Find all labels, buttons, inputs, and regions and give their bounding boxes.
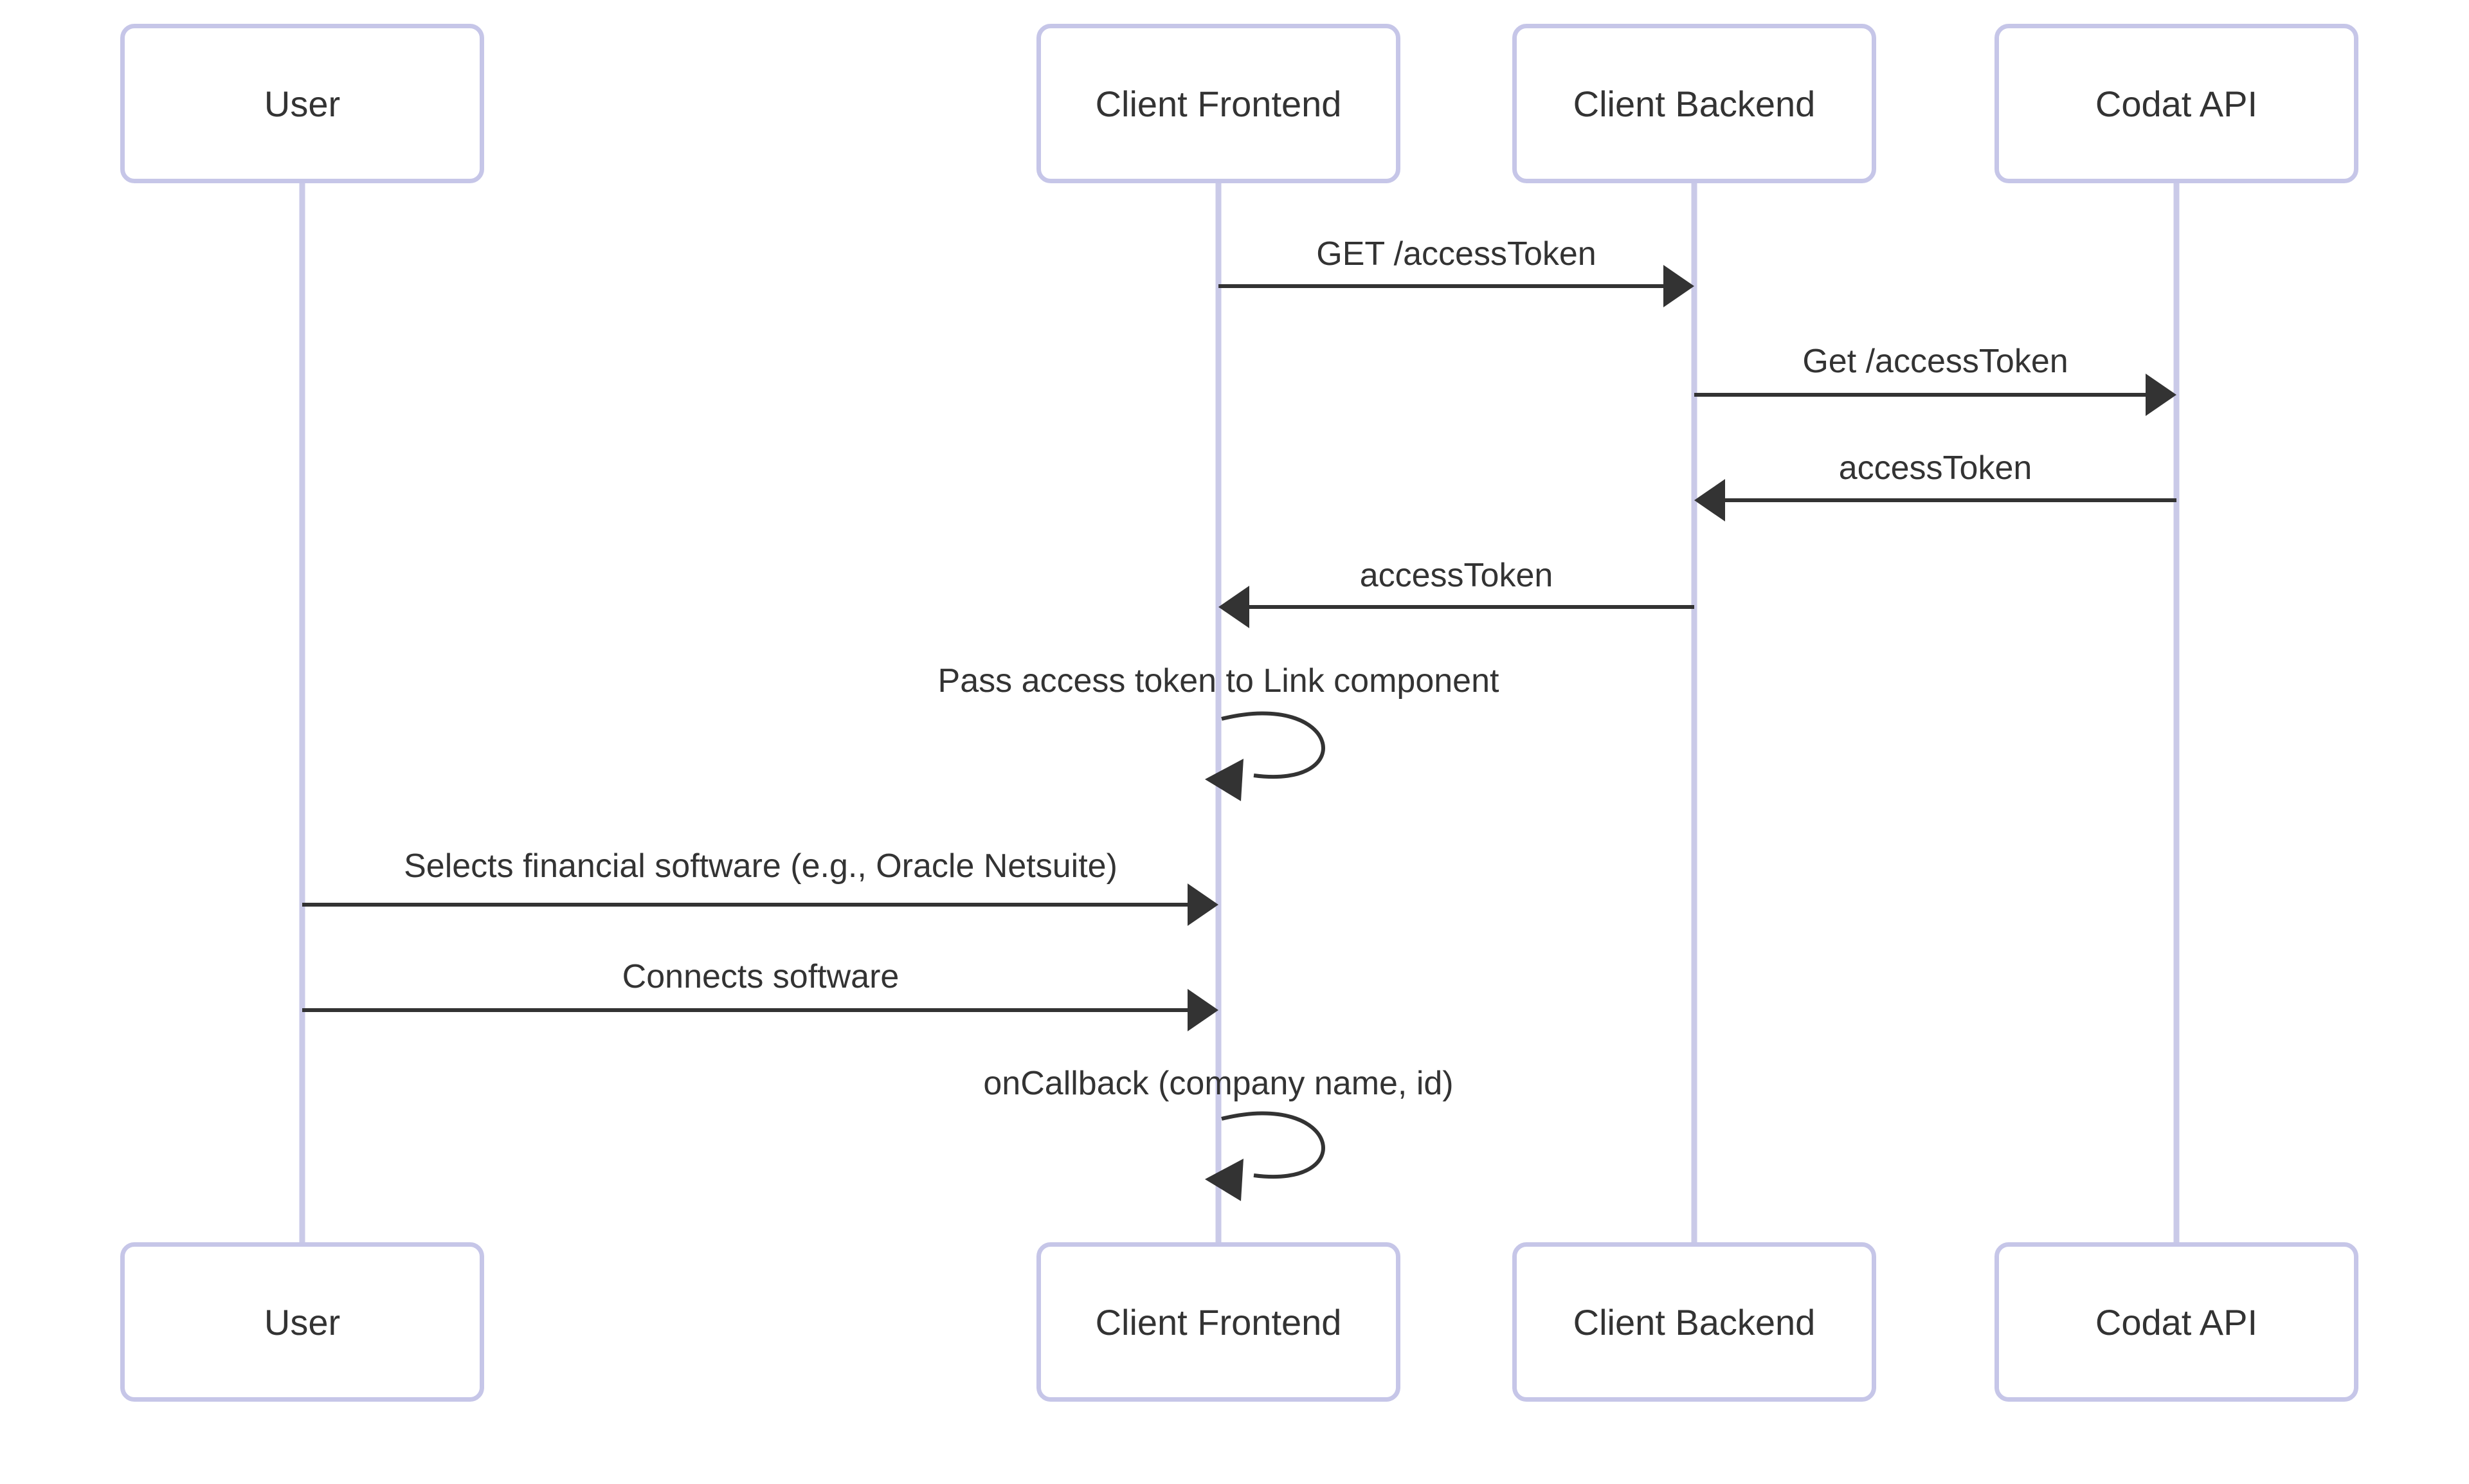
message-label-pass-access-token: Pass access token to Link component [937, 662, 1499, 700]
arrowhead-right-icon [2146, 374, 2176, 416]
actor-box-codat-api-bottom: Codat API [1994, 1242, 2358, 1402]
actor-box-client-backend-top: Client Backend [1512, 24, 1876, 183]
actor-box-user-top: User [120, 24, 484, 183]
actor-box-client-backend-bottom: Client Backend [1512, 1242, 1876, 1402]
arrowhead-loop-icon [1205, 1159, 1244, 1201]
message-label-get-accesstoken: GET /accessToken [1316, 235, 1596, 273]
actor-box-codat-api-top: Codat API [1994, 24, 2358, 183]
message-label-get-accesstoken-codat: Get /accessToken [1802, 343, 2068, 380]
actor-label-client-backend: Client Backend [1573, 1301, 1816, 1343]
arrowhead-left-icon [1218, 586, 1249, 628]
self-loop-oncallback [1221, 1111, 1325, 1179]
actor-label-user: User [264, 1301, 341, 1343]
actor-label-codat-api: Codat API [2095, 1301, 2258, 1343]
actor-box-user-bottom: User [120, 1242, 484, 1402]
arrowhead-loop-icon [1205, 759, 1244, 801]
arrowhead-right-icon [1663, 265, 1694, 307]
actor-label-codat-api: Codat API [2095, 83, 2258, 124]
message-label-selects-software: Selects financial software (e.g., Oracle… [404, 847, 1117, 885]
actor-box-client-frontend-bottom: Client Frontend [1036, 1242, 1400, 1402]
message-label-oncallback: onCallback (company name, id) [983, 1065, 1454, 1102]
message-label-connects-software: Connects software [622, 958, 900, 995]
actor-box-client-frontend-top: Client Frontend [1036, 24, 1400, 183]
actor-label-user: User [264, 83, 341, 124]
arrowhead-left-icon [1694, 479, 1725, 521]
arrowhead-right-icon [1188, 883, 1218, 926]
arrowhead-right-icon [1188, 989, 1218, 1031]
self-loop-pass-access-token [1221, 711, 1325, 779]
actor-label-client-frontend: Client Frontend [1095, 1301, 1342, 1343]
actor-label-client-frontend: Client Frontend [1095, 83, 1342, 124]
actor-label-client-backend: Client Backend [1573, 83, 1816, 124]
message-label-accesstoken-frontend: accessToken [1359, 557, 1553, 594]
message-label-accesstoken-return: accessToken [1838, 449, 2032, 487]
